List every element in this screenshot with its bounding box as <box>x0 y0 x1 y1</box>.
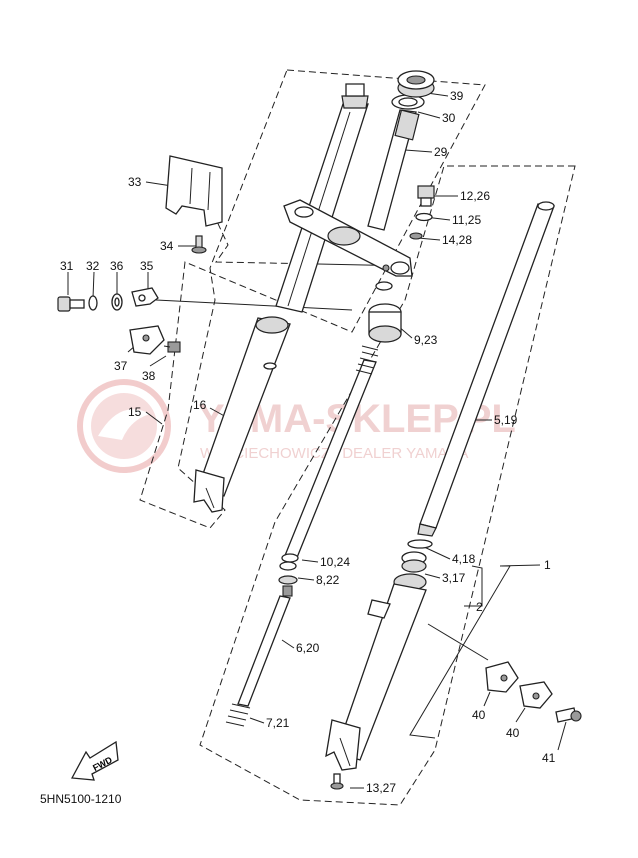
callout-labels: 1 2 3,17 4,18 5,19 6,20 7,21 8,22 9,23 1… <box>60 89 556 795</box>
callout-7-21: 7,21 <box>266 716 290 730</box>
callout-35: 35 <box>140 259 154 273</box>
drain-bolt <box>330 773 344 790</box>
forward-arrow-icon: FWD <box>70 740 119 781</box>
callout-41: 41 <box>542 751 556 765</box>
right-fork-boundary <box>199 165 576 806</box>
callout-36: 36 <box>110 259 124 273</box>
callout-38: 38 <box>142 369 156 383</box>
diagram-code: 5HN5100-1210 <box>40 792 122 806</box>
left-fork-outer-tube <box>193 316 291 513</box>
fork-spring <box>283 345 379 561</box>
callout-8-22: 8,22 <box>316 573 340 587</box>
callout-16: 16 <box>193 398 207 412</box>
o-ring-11-25 <box>415 212 433 222</box>
holder-37 <box>129 325 165 355</box>
callout-15: 15 <box>128 405 142 419</box>
dust-seal <box>368 281 402 343</box>
callout-10-24: 10,24 <box>320 555 350 569</box>
headlight-bracket <box>165 155 223 227</box>
callout-40-a: 40 <box>472 708 486 722</box>
under-bracket <box>283 199 413 277</box>
callout-12-26: 12,26 <box>460 189 490 203</box>
callout-32: 32 <box>86 259 100 273</box>
bracket-35 <box>131 287 159 307</box>
cap-bolt <box>417 185 435 207</box>
watermark-logo-icon <box>77 379 171 473</box>
callout-37: 37 <box>114 359 128 373</box>
steering-stem <box>367 109 420 231</box>
axle-holder-a <box>485 661 519 693</box>
callout-39: 39 <box>450 89 464 103</box>
callout-9-23: 9,23 <box>414 333 438 347</box>
callout-33: 33 <box>128 175 142 189</box>
callout-1: 1 <box>544 558 551 572</box>
left-fork-inner-tube <box>275 83 369 313</box>
axle-holder-b <box>519 681 553 709</box>
right-fork-inner-tube <box>417 201 555 537</box>
right-fork-outer-tube <box>325 573 427 771</box>
bolt-31 <box>57 296 85 312</box>
callout-5-19: 5,19 <box>494 413 518 427</box>
bearing-race <box>391 94 425 110</box>
bolt-41 <box>555 707 582 723</box>
callout-30: 30 <box>442 111 456 125</box>
washer-36 <box>111 293 123 311</box>
washer-14-28 <box>409 232 423 240</box>
callout-11-25: 11,25 <box>452 213 481 227</box>
damper-rod <box>237 553 299 707</box>
callout-3-17: 3,17 <box>442 571 466 585</box>
callout-29: 29 <box>434 145 448 159</box>
left-fork-boundary <box>139 69 486 529</box>
rebound-spring <box>225 703 251 727</box>
bolt-38 <box>163 341 181 353</box>
steering-nut <box>397 70 435 98</box>
oil-seal <box>401 551 427 573</box>
callout-31: 31 <box>60 259 74 273</box>
callout-40-b: 40 <box>506 726 520 740</box>
washer-32 <box>88 295 98 311</box>
callout-4-18: 4,18 <box>452 552 476 566</box>
callout-2: 2 <box>476 600 483 614</box>
circlip <box>407 539 433 549</box>
assembly-boundaries <box>139 69 576 806</box>
callout-14-28: 14,28 <box>442 233 472 247</box>
bracket-boundary <box>212 212 319 265</box>
callout-34: 34 <box>160 239 174 253</box>
bolt-34 <box>191 235 207 254</box>
callout-6-20: 6,20 <box>296 641 320 655</box>
callout-13-27: 13,27 <box>366 781 396 795</box>
